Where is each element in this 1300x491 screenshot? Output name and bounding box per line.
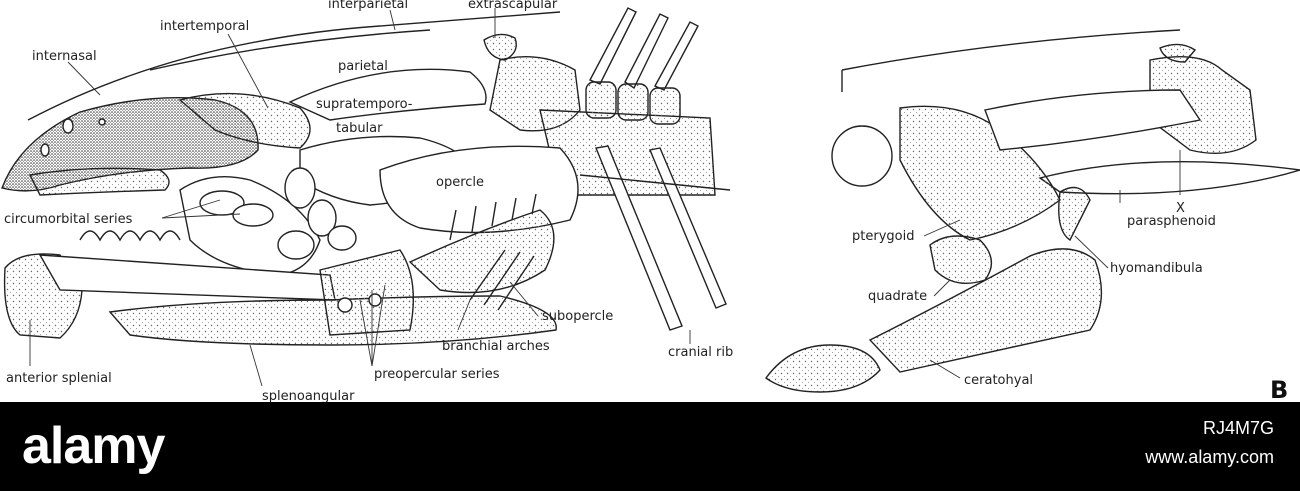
label-internasal: internasal [32,49,97,64]
label-opercle: opercle [436,175,484,190]
intertemporal-bone [178,92,311,149]
label-interparietal: interparietal [328,0,408,12]
diagram-canvas: interparietal extrascapular intertempora… [1,0,1300,404]
label-ceratohyal: ceratohyal [964,373,1033,388]
vertebra [649,87,681,125]
alamy-logo: alamy [22,417,165,475]
watermark-overlay: a [790,43,815,92]
branchial-arch [497,255,535,311]
opercle-bone [379,145,579,234]
foramen [368,293,382,307]
extrascapular-b [1159,43,1197,63]
skull-roof-inner [149,29,431,71]
nostril [40,143,50,157]
parasphenoid-bone [1038,160,1300,195]
watermark-overlay: a [1090,43,1115,92]
label-circumorbital-series: circumorbital series [4,212,133,227]
leader-lines-b [923,150,1181,379]
label-cranial-rib: cranial rib [668,345,733,360]
quadrate-bone [929,235,993,284]
label-x-mark: X [1176,201,1185,216]
label-parasphenoid: parasphenoid [1127,214,1216,229]
branchial-arch [469,249,506,301]
label-splenoangular: splenoangular [262,389,355,402]
leader-lines-a [29,8,691,387]
preopercular-block [319,249,414,336]
panel-letter-b: B [1270,376,1288,402]
skull-roof-b [841,29,1181,71]
cranial-rib [649,147,727,309]
vertebra [617,83,649,121]
label-extrascapular: extrascapular [468,0,558,12]
circumorbital-bone [284,167,316,209]
upper-jaw [28,167,170,196]
label-branchial-arches: branchial arches [442,339,550,354]
orbit [831,125,893,187]
hyomandibula-bone [1058,186,1091,242]
parietal-bone [288,68,487,121]
foramen [337,297,353,313]
image-id: RJ4M7G [1202,418,1274,438]
label-quadrate: quadrate [868,289,927,304]
tooth-row [79,230,181,242]
label-anterior-splenial: anterior splenial [6,371,112,386]
label-supratemporo: supratemporo- [316,97,413,112]
label-hyomandibula: hyomandibula [1110,261,1203,276]
circumorbital-bone [232,203,274,227]
panel-b [765,29,1300,393]
site-url: www.alamy.com [1145,447,1274,467]
skull-diagram: interparietal extrascapular intertempora… [0,0,1300,404]
extrascapular-bone [483,33,517,61]
skull-roof-line [27,11,561,121]
nostril [62,118,74,134]
circumorbital-bone [327,225,357,251]
ceratohyal-bone [868,248,1103,373]
watermark-footer: alamy RJ4M7G www.alamy.com [0,402,1300,491]
label-parietal: parietal [338,59,388,74]
image-id-block: RJ4M7G www.alamy.com [1145,418,1274,468]
parasphenoid-line [579,174,731,191]
panel-a [1,7,731,387]
ceratohyal-tip [765,344,881,393]
circumorbital-bone [277,230,315,260]
label-preopercular-series: preopercular series [374,367,500,382]
label-pterygoid: pterygoid [852,229,914,244]
label-intertemporal: intertemporal [160,19,249,34]
nostril [98,118,106,126]
label-subopercle: subopercle [542,309,613,324]
label-tabular: tabular [336,121,383,136]
branchial-arch [483,251,521,306]
circumorbital-bone [307,199,337,237]
subopercle-bone [408,209,555,294]
gill-rakers [449,193,537,241]
cranial-rib [595,145,683,331]
vertebra [585,81,617,119]
palate-b [984,89,1202,151]
